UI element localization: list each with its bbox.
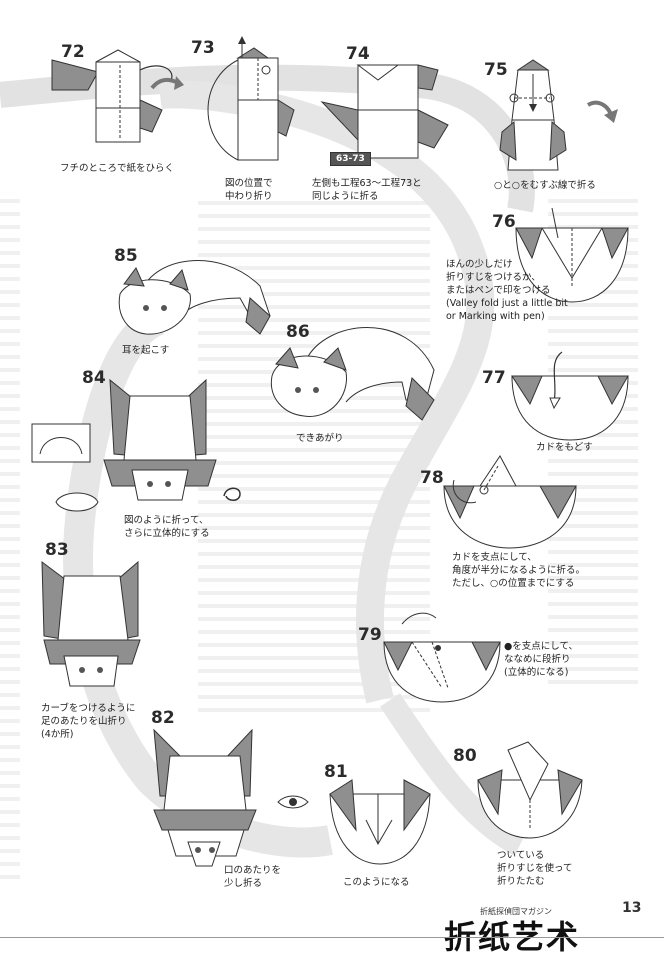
arrow-72-73 xyxy=(150,76,184,90)
step-number-76: 76 xyxy=(492,212,516,232)
caption-step-84: 図のように折って、 さらに立体的にする xyxy=(124,515,210,539)
background-text-far-left xyxy=(0,190,20,880)
diagram-step-83 xyxy=(41,560,141,687)
diagram-step-74 xyxy=(320,64,449,159)
step-number-74: 74 xyxy=(346,44,370,64)
caption-step-82: 口のあたりを 少し折る xyxy=(224,865,282,889)
diagram-step-84 xyxy=(103,378,217,501)
caption-step-73: 図の位置で 中わり折り xyxy=(225,178,273,202)
step-number-81: 81 xyxy=(324,762,348,782)
diagram-step-80 xyxy=(477,741,583,839)
caption-step-77: カドをもどす xyxy=(536,442,593,453)
diagram-step-86 xyxy=(270,327,435,421)
step-number-75: 75 xyxy=(484,60,508,80)
step-number-78: 78 xyxy=(420,468,444,488)
arrow-75-76 xyxy=(586,100,618,123)
caption-step-80: ついている 折りすじを使って 折りたたむ xyxy=(497,850,573,887)
diagram-step-72 xyxy=(51,49,173,143)
step-number-86: 86 xyxy=(286,322,310,342)
caption-step-78: カドを支点にして、 角度が半分になるように折る。 ただし、○の位置までにする xyxy=(452,552,586,589)
eye-view-icon xyxy=(277,795,309,809)
step-number-82: 82 xyxy=(151,708,175,728)
diagram-step-78 xyxy=(443,455,577,549)
diagram-step-82 xyxy=(153,728,257,867)
step-range-badge: 63-73 xyxy=(330,152,371,166)
step-number-80: 80 xyxy=(453,746,477,766)
footer-magazine-name: 折紙探偵団マガジン xyxy=(480,907,552,916)
detail-inset-bottom xyxy=(55,492,99,512)
caption-step-85: 耳を起こす xyxy=(122,345,170,356)
bottom-divider xyxy=(0,937,664,938)
diagram-step-79 xyxy=(383,612,501,703)
step-number-84: 84 xyxy=(82,368,106,388)
step-number-83: 83 xyxy=(45,540,69,560)
detail-inset-top xyxy=(31,423,91,463)
watermark-logo: 折纸艺术 xyxy=(444,918,581,956)
caption-step-81: このようになる xyxy=(343,877,410,888)
caption-step-72: フチのところで紙をひらく xyxy=(60,163,175,174)
page-number: 13 xyxy=(622,900,642,916)
caption-step-75: ○と○をむすぶ線で折る xyxy=(494,180,596,191)
step-number-79: 79 xyxy=(358,625,382,645)
caption-step-76: ほんの少しだけ 折りすじをつけるか、 またはペンで印をつける (Valley f… xyxy=(446,259,568,322)
diagram-step-75 xyxy=(499,59,567,171)
step-number-72: 72 xyxy=(61,42,85,62)
diagram-step-77 xyxy=(511,351,629,441)
rotate-3d-icon xyxy=(223,487,241,501)
caption-step-86: できあがり xyxy=(296,433,344,444)
diagram-step-85 xyxy=(118,260,271,335)
step-number-85: 85 xyxy=(114,246,138,266)
caption-step-83: カーブをつけるように 足のあたりを山折り (4か所) xyxy=(41,703,136,740)
diagram-step-81 xyxy=(329,779,431,865)
step-number-77: 77 xyxy=(482,368,506,388)
step-number-73: 73 xyxy=(191,38,215,58)
caption-step-74: 左側も工程63～工程73と 同じように折る xyxy=(312,178,422,202)
caption-step-79: ●を支点にして、 ななめに段折り (立体的になる) xyxy=(504,641,579,678)
diagram-step-73 xyxy=(207,36,295,161)
diagram-step-76 xyxy=(515,207,629,303)
